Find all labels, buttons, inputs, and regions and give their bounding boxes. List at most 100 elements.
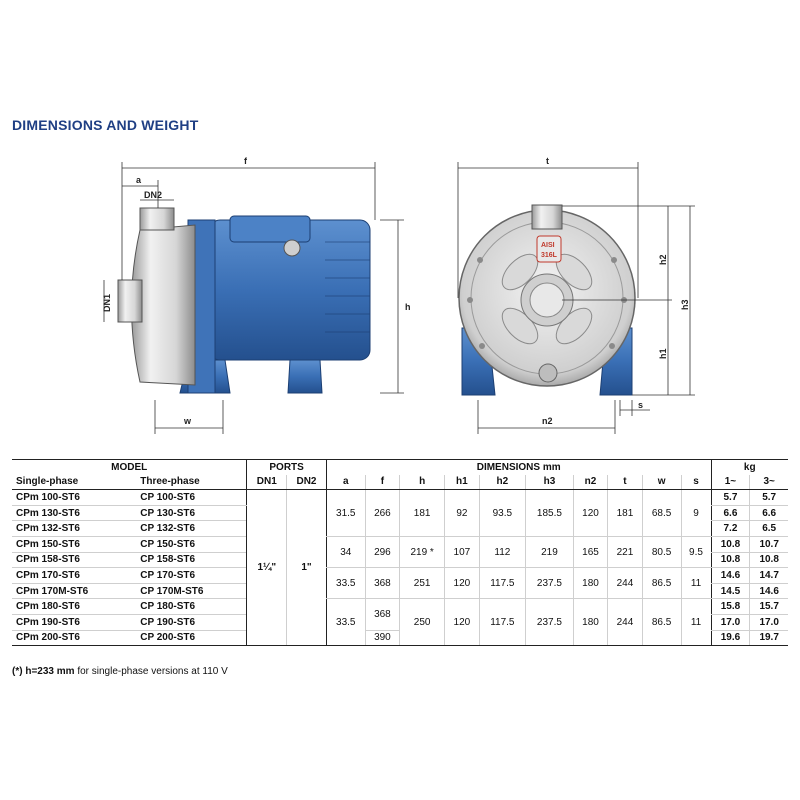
dim-s: 9 bbox=[680, 489, 712, 537]
model-single: CPm 132-ST6 bbox=[12, 520, 137, 537]
dim-h: 181 bbox=[399, 489, 445, 537]
dim-h: 251 bbox=[399, 567, 445, 600]
weight-3ph: 10.8 bbox=[749, 552, 788, 569]
col-dn2: DN2 bbox=[286, 474, 327, 491]
dim-h1: 107 bbox=[444, 536, 480, 569]
table-row: CPm 158-ST6 CP 158-ST6 10.8 10.8 bbox=[12, 552, 788, 569]
model-single: CPm 200-ST6 bbox=[12, 630, 137, 647]
model-single: CPm 190-ST6 bbox=[12, 614, 137, 631]
weight-3ph: 6.5 bbox=[749, 520, 788, 537]
model-three: CP 100-ST6 bbox=[136, 489, 247, 506]
dim-f: 296 bbox=[364, 536, 400, 569]
col-t: t bbox=[607, 474, 643, 491]
weight-1ph: 10.8 bbox=[710, 536, 750, 553]
col-single-phase: Single-phase bbox=[12, 474, 137, 491]
model-single: CPm 170-ST6 bbox=[12, 567, 137, 584]
port-dn2: 1" bbox=[286, 489, 327, 647]
col-n2: n2 bbox=[572, 474, 608, 491]
dim-label-w: w bbox=[183, 416, 192, 426]
dim-a: 34 bbox=[325, 536, 366, 569]
dim-h2: 117.5 bbox=[478, 567, 526, 600]
port-dn1: 1¼" bbox=[246, 489, 287, 647]
table-row: CPm 150-ST6 CP 150-ST6 34 296 219 * 107 … bbox=[12, 536, 788, 569]
dim-n2: 180 bbox=[572, 567, 608, 600]
col-three-phase: Three-phase bbox=[136, 474, 247, 491]
model-single: CPm 100-ST6 bbox=[12, 489, 137, 506]
model-three: CP 170M-ST6 bbox=[136, 583, 247, 600]
col-h3: h3 bbox=[525, 474, 574, 491]
dim-h3: 185.5 bbox=[525, 489, 574, 537]
table-row: CPm 200-ST6 CP 200-ST6 390 19.6 19.7 bbox=[12, 630, 788, 647]
dim-a: 33.5 bbox=[325, 598, 366, 647]
dim-label-dn1: DN1 bbox=[102, 294, 112, 312]
weight-1ph: 10.8 bbox=[710, 552, 750, 569]
col-dn1: DN1 bbox=[246, 474, 287, 491]
dim-label-f: f bbox=[244, 156, 248, 166]
table-row: CPm 130-ST6 CP 130-ST6 6.6 6.6 bbox=[12, 505, 788, 522]
group-ports: PORTS bbox=[246, 458, 327, 475]
dim-label-a: a bbox=[136, 175, 142, 185]
model-three: CP 200-ST6 bbox=[136, 630, 247, 647]
dim-label-h1: h1 bbox=[658, 348, 668, 359]
col-f: f bbox=[364, 474, 400, 491]
dim-label-n2: n2 bbox=[542, 416, 553, 426]
col-h2: h2 bbox=[478, 474, 526, 491]
weight-3ph: 14.6 bbox=[749, 583, 788, 600]
dim-s: 11 bbox=[680, 598, 712, 647]
front-view: AISI 316L t h2 h1 h3 n2 s bbox=[457, 156, 695, 434]
weight-1ph: 17.0 bbox=[710, 614, 750, 631]
dim-h: 219 * bbox=[399, 536, 445, 569]
group-dimensions: DIMENSIONS mm bbox=[325, 458, 712, 475]
dim-h3: 219 bbox=[525, 536, 574, 569]
col-kg-1: 1~ bbox=[710, 474, 750, 491]
dim-label-s: s bbox=[638, 400, 643, 410]
weight-1ph: 5.7 bbox=[710, 489, 750, 506]
weight-1ph: 14.5 bbox=[710, 583, 750, 600]
dim-w: 68.5 bbox=[641, 489, 681, 537]
dim-w: 80.5 bbox=[641, 536, 681, 569]
table-row: CPm 132-ST6 CP 132-ST6 7.2 6.5 bbox=[12, 520, 788, 537]
dim-n2: 180 bbox=[572, 598, 608, 647]
weight-1ph: 6.6 bbox=[710, 505, 750, 522]
dim-h2: 112 bbox=[478, 536, 526, 569]
model-three: CP 132-ST6 bbox=[136, 520, 247, 537]
model-single: CPm 158-ST6 bbox=[12, 552, 137, 569]
col-a: a bbox=[325, 474, 366, 491]
model-single: CPm 170M-ST6 bbox=[12, 583, 137, 600]
dim-h3: 237.5 bbox=[525, 598, 574, 647]
dim-f: 390 bbox=[364, 630, 400, 647]
side-view: f a DN2 DN1 h w bbox=[102, 156, 411, 434]
weight-3ph: 5.7 bbox=[749, 489, 788, 506]
dim-t: 244 bbox=[607, 598, 643, 647]
weight-3ph: 15.7 bbox=[749, 598, 788, 615]
dim-f: 368 bbox=[364, 598, 400, 631]
weight-1ph: 7.2 bbox=[710, 520, 750, 537]
model-single: CPm 180-ST6 bbox=[12, 598, 137, 615]
footnote: (*) h=233 mm for single-phase versions a… bbox=[12, 666, 228, 677]
dim-label-h2: h2 bbox=[658, 254, 668, 265]
table-row: CPm 170M-ST6 CP 170M-ST6 14.5 14.6 bbox=[12, 583, 788, 600]
model-three: CP 150-ST6 bbox=[136, 536, 247, 553]
dim-s: 9.5 bbox=[680, 536, 712, 569]
dim-h1: 120 bbox=[444, 567, 480, 600]
page-title: DIMENSIONS AND WEIGHT bbox=[12, 117, 199, 133]
weight-3ph: 19.7 bbox=[749, 630, 788, 647]
weight-3ph: 6.6 bbox=[749, 505, 788, 522]
dim-h3: 237.5 bbox=[525, 567, 574, 600]
model-three: CP 158-ST6 bbox=[136, 552, 247, 569]
footnote-marker: (*) bbox=[12, 666, 23, 677]
col-h1: h1 bbox=[444, 474, 480, 491]
dim-label-h: h bbox=[405, 302, 411, 312]
table-row: CPm 100-ST6 CP 100-ST6 1¼" 1" 31.5 266 1… bbox=[12, 489, 788, 647]
model-single: CPm 150-ST6 bbox=[12, 536, 137, 553]
footnote-text: for single-phase versions at 110 V bbox=[77, 666, 228, 677]
weight-3ph: 14.7 bbox=[749, 567, 788, 584]
model-three: CP 170-ST6 bbox=[136, 567, 247, 584]
table-row: CPm 170-ST6 CP 170-ST6 33.5 368 251 120 … bbox=[12, 567, 788, 600]
group-model: MODEL bbox=[12, 458, 247, 475]
dim-s: 11 bbox=[680, 567, 712, 600]
table-row: CPm 180-ST6 CP 180-ST6 33.5 368 250 120 … bbox=[12, 598, 788, 647]
pump-drawing: f a DN2 DN1 h w AISI 316L bbox=[102, 156, 695, 434]
dim-t: 244 bbox=[607, 567, 643, 600]
dim-t: 181 bbox=[607, 489, 643, 537]
